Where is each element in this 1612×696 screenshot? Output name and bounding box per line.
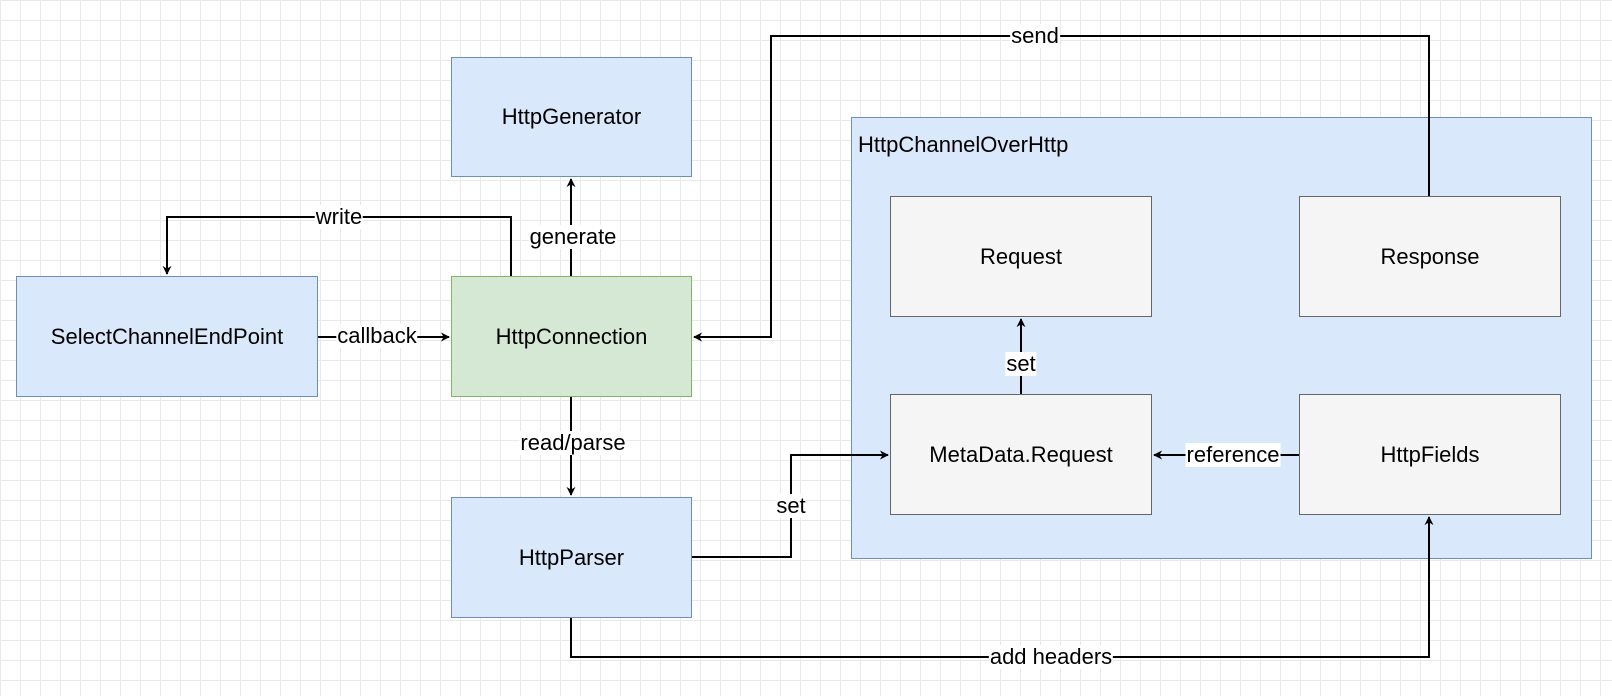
node-label: Request xyxy=(980,243,1062,269)
container-title: HttpChannelOverHttp xyxy=(858,132,1069,157)
response-node[interactable]: Response xyxy=(1299,196,1561,317)
http-fields-node[interactable]: HttpFields xyxy=(1299,394,1561,515)
node-label: HttpFields xyxy=(1380,441,1480,467)
edge-label-generate: generate xyxy=(528,224,618,249)
edge-send xyxy=(693,35,1430,342)
edge-label-set-parser: set xyxy=(775,493,807,518)
edge-label-add-headers: add headers xyxy=(988,644,1114,669)
request-node[interactable]: Request xyxy=(890,196,1152,317)
edge-label-set-metadata: set xyxy=(1005,351,1037,376)
metadata-request-node[interactable]: MetaData.Request xyxy=(890,394,1152,515)
edge-label-read-parse: read/parse xyxy=(519,430,627,455)
node-label: HttpGenerator xyxy=(501,104,642,129)
node-label: Response xyxy=(1380,243,1480,269)
http-parser-node[interactable]: HttpParser xyxy=(451,497,692,618)
http-generator-node[interactable]: HttpGenerator xyxy=(451,57,692,177)
edge-label-reference: reference xyxy=(1185,442,1281,467)
select-channel-endpoint-node[interactable]: SelectChannelEndPoint xyxy=(16,276,318,397)
node-label: MetaData.Request xyxy=(929,441,1113,467)
edge-label-write: write xyxy=(314,204,364,229)
node-label: HttpConnection xyxy=(495,323,648,349)
edge-add-headers xyxy=(570,516,1434,658)
edge-label-callback: callback xyxy=(336,323,418,348)
node-label: HttpParser xyxy=(518,544,625,570)
edge-label-send: send xyxy=(1010,23,1060,48)
http-connection-node[interactable]: HttpConnection xyxy=(451,276,692,397)
node-label: SelectChannelEndPoint xyxy=(50,323,284,349)
